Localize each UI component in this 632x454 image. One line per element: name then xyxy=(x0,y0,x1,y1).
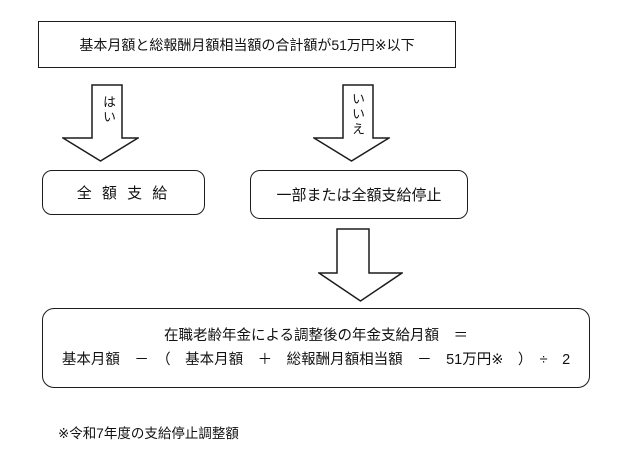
formula-box: 在職老齢年金による調整後の年金支給月額 ＝ 基本月額 － （ 基本月額 ＋ 総報… xyxy=(42,308,590,388)
yes-arrow-label: はい xyxy=(101,95,116,125)
suspension-box: 一部または全額支給停止 xyxy=(250,170,468,219)
no-down-arrow-icon xyxy=(313,84,390,162)
full-payment-text: 全 額 支 給 xyxy=(76,185,171,202)
full-payment-box: 全 額 支 給 xyxy=(42,170,205,215)
formula-line1: 在職老齢年金による調整後の年金支給月額 ＝ xyxy=(163,328,469,344)
footnote: ※令和7年度の支給停止調整額 xyxy=(58,426,239,441)
suspension-text: 一部または全額支給停止 xyxy=(276,187,442,204)
condition-text: 基本月額と総報酬月額相当額の合計額が51万円※以下 xyxy=(79,36,415,53)
formula-line2: 基本月額 － （ 基本月額 ＋ 総報酬月額相当額 － 51万円※ ） ÷ 2 xyxy=(61,352,571,368)
yes-down-arrow-icon xyxy=(62,84,139,162)
result-down-arrow-icon xyxy=(318,228,403,302)
no-arrow-label: いいえ xyxy=(350,92,365,137)
condition-box: 基本月額と総報酬月額相当額の合計額が51万円※以下 xyxy=(38,21,456,68)
